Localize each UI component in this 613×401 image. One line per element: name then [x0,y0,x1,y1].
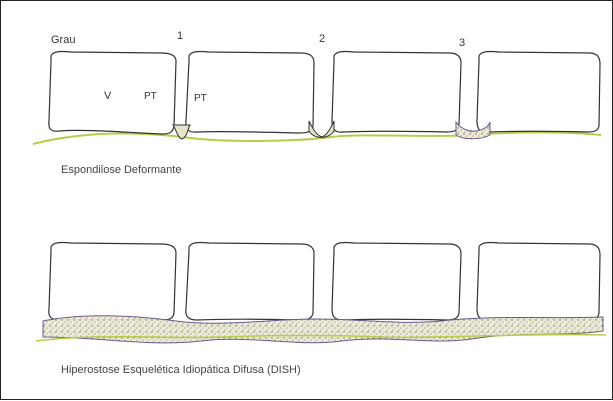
vertebra-bottom-3 [332,242,461,320]
vertebra-top-3 [332,51,461,132]
dish-ossification-band [43,316,603,343]
vertebra-bottom-2 [186,242,314,320]
vertebra-bottom-1 [49,242,176,320]
pt-label-right: PT [194,93,207,104]
vertebra-top-1 [49,51,176,134]
caption-dish: Hiperostose Esquelética Idiopática Difus… [61,364,301,376]
pt-label-left: PT [144,91,157,102]
grade-1-label: 1 [177,30,183,42]
caption-spondylosis: Espondilose Deformante [61,164,181,176]
vertebra-top-4 [477,51,600,132]
grade-3-label: 3 [459,37,465,49]
vertebra-bottom-4 [477,242,600,320]
vertebral-body-label: V [104,90,112,102]
grade-heading: Grau [51,34,75,46]
grade-2-label: 2 [319,33,325,45]
